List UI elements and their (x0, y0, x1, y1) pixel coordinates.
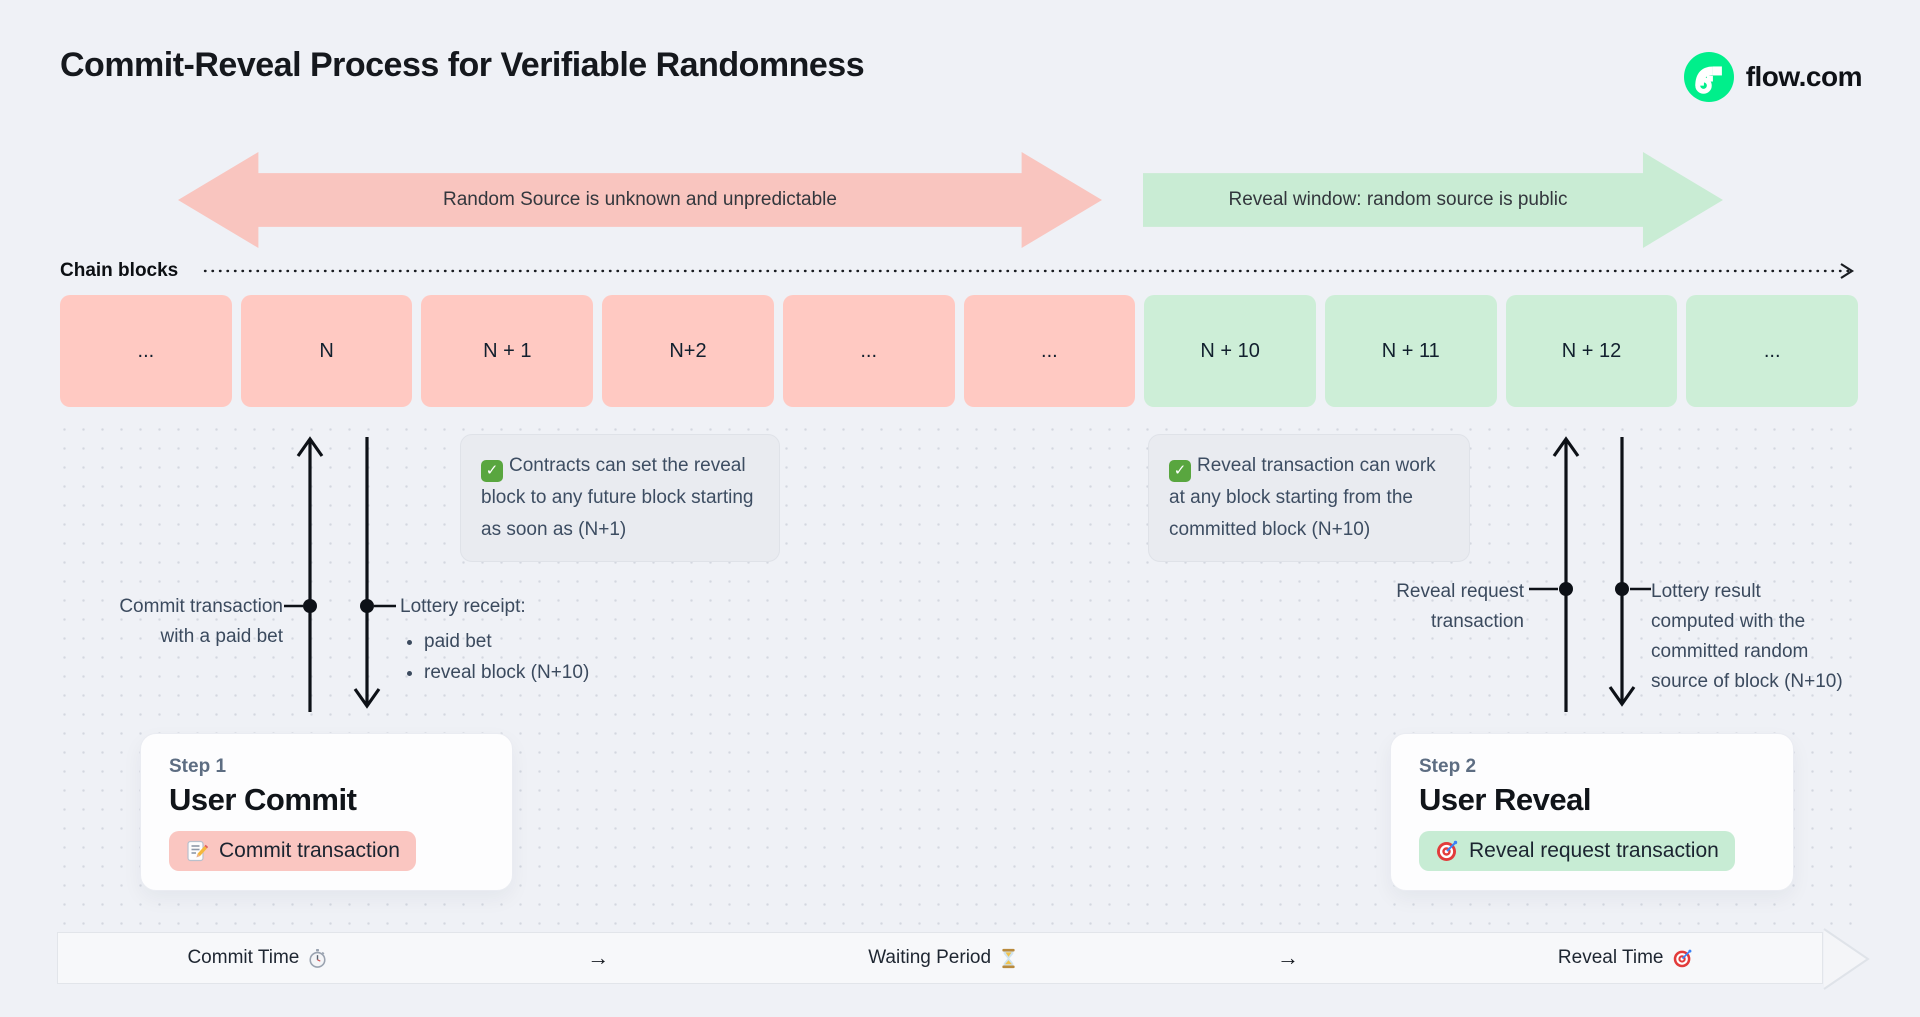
memo-icon (185, 839, 209, 863)
check-icon: ✓ (1169, 460, 1191, 482)
chain-block: ... (1686, 295, 1859, 407)
stopwatch-icon (307, 948, 328, 969)
brand: flow.com (1683, 52, 1863, 102)
timeline-item-waiting-period: Waiting Period (868, 947, 1018, 969)
annotation-line: computed with the (1651, 611, 1806, 632)
callout-reveal-window: ✓Reveal transaction can work at any bloc… (1148, 434, 1470, 562)
annotation-reveal-request: Reveal request transaction (1324, 577, 1524, 637)
annotation-bullet: paid bet (424, 626, 680, 657)
page-title: Commit-Reveal Process for Verifiable Ran… (60, 46, 865, 84)
timeline-label: → (1276, 945, 1299, 970)
chain-block: N + 11 (1324, 295, 1497, 407)
annotation-line: Commit transaction (119, 596, 283, 617)
timeline-bar: Commit Time → Waiting Period (57, 932, 1823, 984)
timeline-label: Reveal Time (1557, 947, 1664, 968)
timeline-chevron (1823, 928, 1870, 990)
step-card-reveal: Step 2 User Reveal Reveal request transa… (1390, 733, 1794, 891)
annotation-bullet: reveal block (N+10) (424, 657, 680, 688)
annotation-line: Lottery result (1651, 581, 1761, 602)
step-title: User Commit (169, 782, 357, 817)
timeline-item-commit-time: Commit Time (187, 947, 328, 969)
annotation-commit-transaction: Commit transaction with a paid bet (40, 592, 283, 652)
timeline-label: Waiting Period (868, 947, 992, 968)
chain-block: ... (60, 295, 232, 407)
chain-block: N + 10 (1144, 295, 1316, 407)
annotation-line: Lottery receipt: (400, 596, 526, 617)
annotation-line: committed random (1651, 641, 1809, 662)
step-eyebrow: Step 1 (169, 756, 227, 777)
chain-block: N (240, 295, 413, 407)
reveal-transaction-pill: Reveal request transaction (1419, 831, 1735, 871)
callout-commit-window-text: Contracts can set the reveal block to an… (481, 455, 754, 540)
step-title: User Reveal (1419, 782, 1592, 817)
target-icon (1435, 839, 1459, 863)
commit-transaction-pill: Commit transaction (169, 831, 416, 871)
chain-block: N + 12 (1505, 295, 1678, 407)
step-eyebrow: Step 2 (1419, 756, 1477, 777)
chain-dotted-line (203, 263, 1855, 279)
legend-arrow-reveal: Reveal window: random source is public (1143, 152, 1723, 248)
arrow-right-glyph: → (587, 945, 609, 971)
timeline-label: → (587, 945, 610, 970)
chain-block: N+2 (602, 295, 774, 407)
callout-commit-window: ✓Contracts can set the reveal block to a… (460, 434, 780, 562)
annotation-line: Reveal request (1396, 581, 1524, 602)
step-card-commit: Step 1 User Commit Commit transaction (140, 733, 513, 891)
annotation-lottery-receipt: Lottery receipt: paid bet reveal block (… (400, 592, 680, 688)
legend-arrow-unknown: Random Source is unknown and unpredictab… (178, 152, 1102, 248)
timeline-label: Commit Time (187, 947, 300, 968)
annotation-line: source of block (N+10) (1651, 671, 1843, 692)
arrow-right-glyph: → (1277, 945, 1299, 971)
hourglass-icon (999, 948, 1018, 969)
chain-block: ... (963, 295, 1136, 407)
chain-block: N + 1 (421, 295, 594, 407)
chain-block: ... (782, 295, 955, 407)
legend-arrow-reveal-label: Reveal window: random source is public (1228, 189, 1568, 210)
chain-blocks-row: ... N N + 1 N+2 ... ... N + 10 N + 11 N … (60, 295, 1859, 407)
chain-blocks-label: Chain blocks (60, 260, 179, 281)
legend-arrow-unknown-label: Random Source is unknown and unpredictab… (443, 189, 837, 210)
annotation-lottery-result: Lottery result computed with the committ… (1651, 577, 1881, 697)
flow-logo-icon (1683, 52, 1734, 102)
target-icon (1672, 948, 1693, 969)
brand-name: flow.com (1745, 61, 1863, 92)
annotation-line: transaction (1431, 611, 1524, 632)
reveal-transaction-pill-label: Reveal request transaction (1469, 839, 1719, 862)
annotation-line: with a paid bet (160, 626, 283, 647)
commit-transaction-pill-label: Commit transaction (219, 839, 400, 862)
timeline-item-reveal-time: Reveal Time (1558, 947, 1693, 969)
callout-reveal-window-text: Reveal transaction can work at any block… (1169, 455, 1436, 540)
check-icon: ✓ (481, 460, 503, 482)
